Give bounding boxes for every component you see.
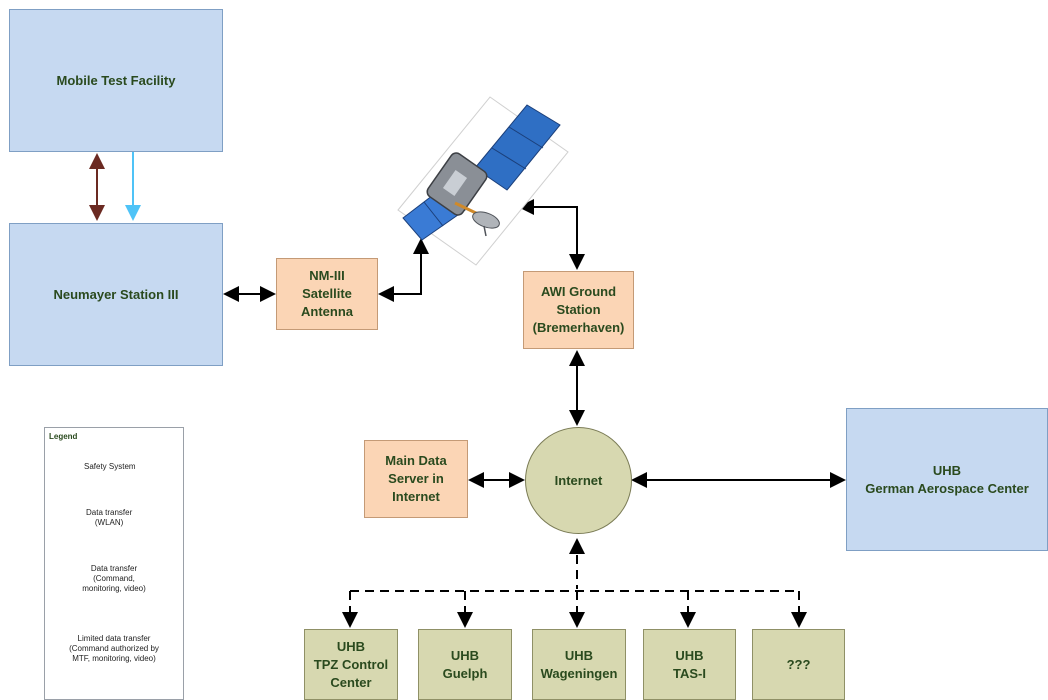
limited-data-links (342, 538, 807, 628)
main-data-server-box: Main Data Server in Internet (364, 440, 468, 518)
uhb-tasi-box: UHB TAS-I (643, 629, 736, 700)
legend-limited-label: Limited data transfer (Command authorize… (69, 634, 159, 663)
legend-data-label: Data transfer (Command, monitoring, vide… (82, 564, 146, 593)
satellite-icon (397, 96, 569, 266)
nm3-antenna-box: NM-III Satellite Antenna (276, 258, 378, 330)
uhb-dlr-box: UHB German Aerospace Center (846, 408, 1048, 551)
mobile-test-facility-box: Mobile Test Facility (9, 9, 223, 152)
neumayer-station-box: Neumayer Station III (9, 223, 223, 366)
link-antenna-satellite (378, 238, 429, 302)
legend-title: Legend (49, 432, 78, 441)
unknown-box: ??? (752, 629, 845, 700)
link-satellite-awi (518, 199, 585, 270)
uhb-tpz-box: UHB TPZ Control Center (304, 629, 398, 700)
internet-node: Internet (525, 427, 632, 534)
legend-safety-label: Safety System (82, 462, 138, 472)
awi-ground-station-box: AWI Ground Station (Bremerhaven) (523, 271, 634, 349)
uhb-guelph-box: UHB Guelph (418, 629, 512, 700)
legend-wlan-label: Data transfer (WLAN) (84, 508, 135, 528)
uhb-wageningen-box: UHB Wageningen (532, 629, 626, 700)
legend-box: Legend (44, 427, 184, 700)
